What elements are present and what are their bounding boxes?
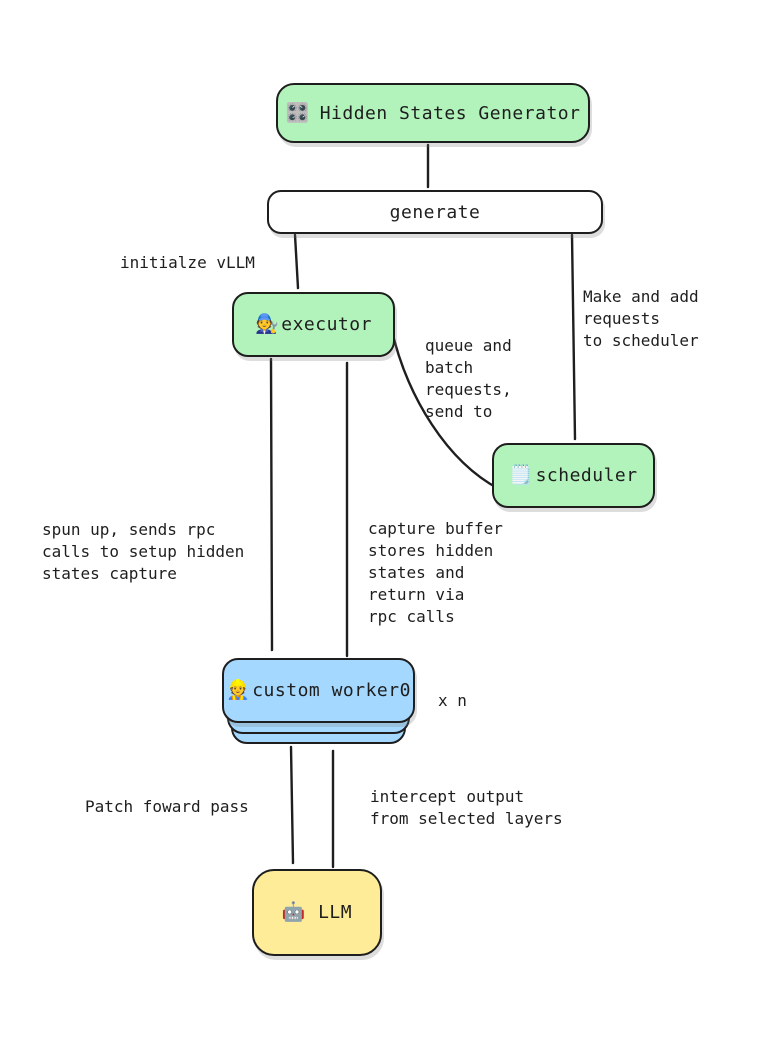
arrow-generate-to-scheduler xyxy=(572,233,577,441)
arrow-worker-to-llm xyxy=(291,745,295,865)
node-scheduler: 🗒️ scheduler xyxy=(492,443,655,508)
node-label: generate xyxy=(389,201,481,223)
label-initialize-vllm: initialze vLLM xyxy=(120,253,255,272)
label-intercept-output: intercept output from selected layers xyxy=(370,787,563,828)
node-custom-worker: 👷 custom worker0 xyxy=(222,658,415,723)
label-patch-forward-pass: Patch foward pass xyxy=(85,797,249,816)
node-label: custom worker0 xyxy=(252,680,411,701)
label-capture-buffer: capture buffer stores hidden states and … xyxy=(368,519,503,626)
node-label: executor xyxy=(281,314,372,335)
label-spun-up-rpc: spun up, sends rpc calls to setup hidden… xyxy=(42,520,245,583)
node-label: LLM xyxy=(318,902,353,923)
control-knobs-icon: 🎛️ xyxy=(285,101,310,124)
node-label: scheduler xyxy=(535,465,638,486)
node-label: Hidden States Generator xyxy=(319,102,581,124)
notepad-icon: 🗒️ xyxy=(509,464,534,486)
label-make-and-add-requests: Make and add requests to scheduler xyxy=(583,287,699,350)
mechanic-icon: 🧑‍🔧 xyxy=(255,313,280,335)
arrow-executor-to-worker xyxy=(271,357,274,652)
node-generate: generate xyxy=(267,190,603,234)
robot-icon: 🤖 xyxy=(281,901,307,923)
arrow-generate-to-executor xyxy=(295,233,298,290)
node-executor: 🧑‍🔧 executor xyxy=(232,292,395,357)
label-queue-and-batch: queue and batch requests, send to xyxy=(425,336,512,421)
node-llm: 🤖 LLM xyxy=(252,869,382,956)
label-worker-multiplier: x n xyxy=(438,691,467,710)
node-hidden-states-generator: 🎛️ Hidden States Generator xyxy=(276,83,590,143)
construction-worker-icon: 👷 xyxy=(226,679,251,701)
